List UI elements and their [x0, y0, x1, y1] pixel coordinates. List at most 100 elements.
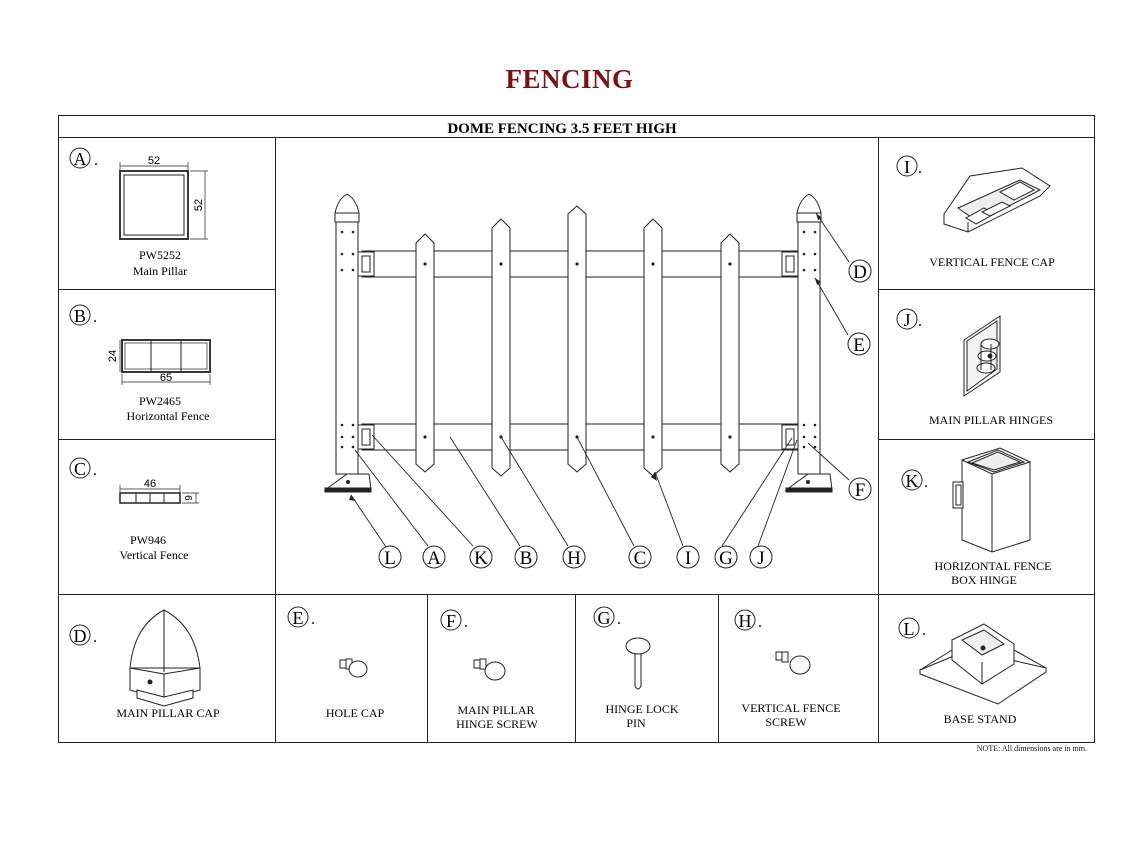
pillar-hinge-icon: [963, 315, 1001, 397]
svg-text:.: .: [617, 611, 621, 628]
part-code: PW2465: [139, 394, 181, 408]
svg-text:B: B: [520, 548, 533, 569]
svg-text:.: .: [311, 611, 315, 628]
part-label: VERTICAL FENCE CAP: [929, 255, 1055, 269]
part-code: PW5252: [139, 248, 181, 262]
dimension-height: 24: [107, 350, 119, 362]
part-label-line1: HORIZONTAL FENCE: [935, 559, 1052, 573]
svg-text:.: .: [918, 160, 922, 177]
panel-letter: J: [903, 310, 910, 330]
hole-cap-icon: [339, 658, 368, 678]
box-hinge-icon: [357, 251, 799, 450]
panel-h-vertical-fence-screw: H . VERTICAL FENCE SCREW: [734, 609, 841, 729]
vertical-pickets: [415, 205, 740, 477]
callout-l: L: [378, 545, 402, 569]
svg-text:G: G: [719, 548, 733, 569]
svg-text:H: H: [567, 548, 581, 569]
svg-text:.: .: [924, 474, 928, 491]
part-name: Horizontal Fence: [127, 409, 210, 423]
svg-text:.: .: [918, 313, 922, 330]
callouts-right: D E F: [847, 259, 872, 501]
part-label: MAIN PILLAR CAP: [116, 706, 220, 720]
part-code: PW946: [130, 533, 166, 547]
callout-j: J: [749, 545, 773, 569]
svg-text:L: L: [384, 548, 396, 569]
box-hinge-icon: [952, 447, 1031, 553]
svg-text:.: .: [93, 462, 97, 479]
dimension-height: 52: [193, 199, 205, 211]
part-label-line2: PIN: [626, 716, 646, 730]
svg-text:.: .: [94, 152, 98, 169]
callouts-bottom: L A K B H C I G J: [378, 545, 773, 569]
panel-letter: H: [739, 611, 752, 631]
dimension-note: NOTE: All dimensions are in mm.: [976, 744, 1087, 753]
part-label-line2: BOX HINGE: [951, 573, 1017, 587]
panel-letter: D: [74, 626, 87, 646]
svg-text:.: .: [758, 614, 762, 631]
svg-text:A: A: [427, 548, 441, 569]
fence-screw-icon: [775, 651, 811, 675]
right-main-pillar: [784, 193, 833, 493]
pillar-cap-icon: [796, 193, 822, 223]
part-label-line1: HINGE LOCK: [606, 702, 679, 716]
svg-text:E: E: [853, 335, 865, 356]
part-label: HOLE CAP: [326, 706, 385, 720]
part-name: Vertical Fence: [120, 548, 189, 562]
callout-h: H: [562, 545, 586, 569]
part-name: Main Pillar: [133, 264, 187, 278]
svg-text:.: .: [464, 614, 468, 631]
hinge-screw-icon: [473, 658, 506, 681]
panel-e-hole-cap: E . HOLE CAP: [287, 606, 385, 720]
panel-k-horizontal-fence-box-hinge: K . HORIZONTAL FENCE BOX HINGE: [901, 447, 1052, 587]
part-label-line2: SCREW: [765, 715, 807, 729]
panel-letter: A: [74, 149, 87, 169]
callout-i: I: [676, 545, 700, 569]
part-label: BASE STAND: [944, 712, 1017, 726]
panel-letter: B: [74, 306, 86, 326]
dimension-width: 46: [144, 478, 156, 490]
page-title: FENCING: [505, 64, 634, 94]
leader-lines: [350, 212, 850, 548]
svg-text:K: K: [474, 548, 488, 569]
svg-text:D: D: [853, 262, 867, 283]
base-stand-icon: [918, 623, 1048, 705]
panel-i-vertical-fence-cap: I . VERTICAL FENCE CAP: [896, 155, 1055, 269]
arrowheads: [349, 213, 822, 501]
panel-g-hinge-lock-pin: G . HINGE LOCK PIN: [593, 606, 679, 730]
panel-a-main-pillar: A . 52 52 PW5252 Main Pillar: [69, 147, 208, 278]
panel-letter: L: [904, 619, 915, 639]
callout-f: F: [848, 477, 872, 501]
panel-letter: F: [446, 611, 456, 631]
svg-text:I: I: [685, 548, 691, 569]
part-label-line2: HINGE SCREW: [456, 717, 538, 731]
fence-assembly: [323, 193, 833, 493]
part-label-line1: MAIN PILLAR: [458, 703, 535, 717]
panel-letter: G: [598, 608, 611, 628]
panel-letter: E: [293, 608, 304, 628]
panel-d-main-pillar-cap: D . MAIN PILLAR CAP: [69, 609, 220, 720]
part-label: MAIN PILLAR HINGES: [929, 413, 1053, 427]
callout-a: A: [422, 545, 446, 569]
callout-k: K: [469, 545, 493, 569]
left-main-pillar: [323, 193, 372, 493]
callout-d: D: [848, 259, 872, 283]
pillar-cap-icon: [129, 609, 201, 707]
panel-l-base-stand: L . BASE STAND: [898, 617, 1048, 726]
svg-text:J: J: [757, 548, 764, 569]
callout-b: B: [514, 545, 538, 569]
svg-text:.: .: [93, 629, 97, 646]
callout-c: C: [628, 545, 652, 569]
panel-f-main-pillar-hinge-screw: F . MAIN PILLAR HINGE SCREW: [440, 609, 539, 731]
panel-b-horizontal-fence: B . 24 65 PW2465 Horizontal Fence: [69, 304, 211, 423]
svg-text:F: F: [855, 480, 866, 501]
panel-c-vertical-fence: C . 46 9 PW946 Vertical Fence: [69, 457, 199, 562]
lock-pin-icon: [625, 637, 651, 690]
dimension-height: 9: [184, 495, 195, 501]
svg-text:.: .: [93, 309, 97, 326]
panel-letter: K: [906, 471, 919, 491]
svg-text:.: .: [922, 622, 926, 639]
callout-e: E: [847, 332, 871, 356]
part-label-line1: VERTICAL FENCE: [741, 701, 840, 715]
panel-j-main-pillar-hinges: J . MAIN PILLAR HINGES: [896, 308, 1053, 427]
